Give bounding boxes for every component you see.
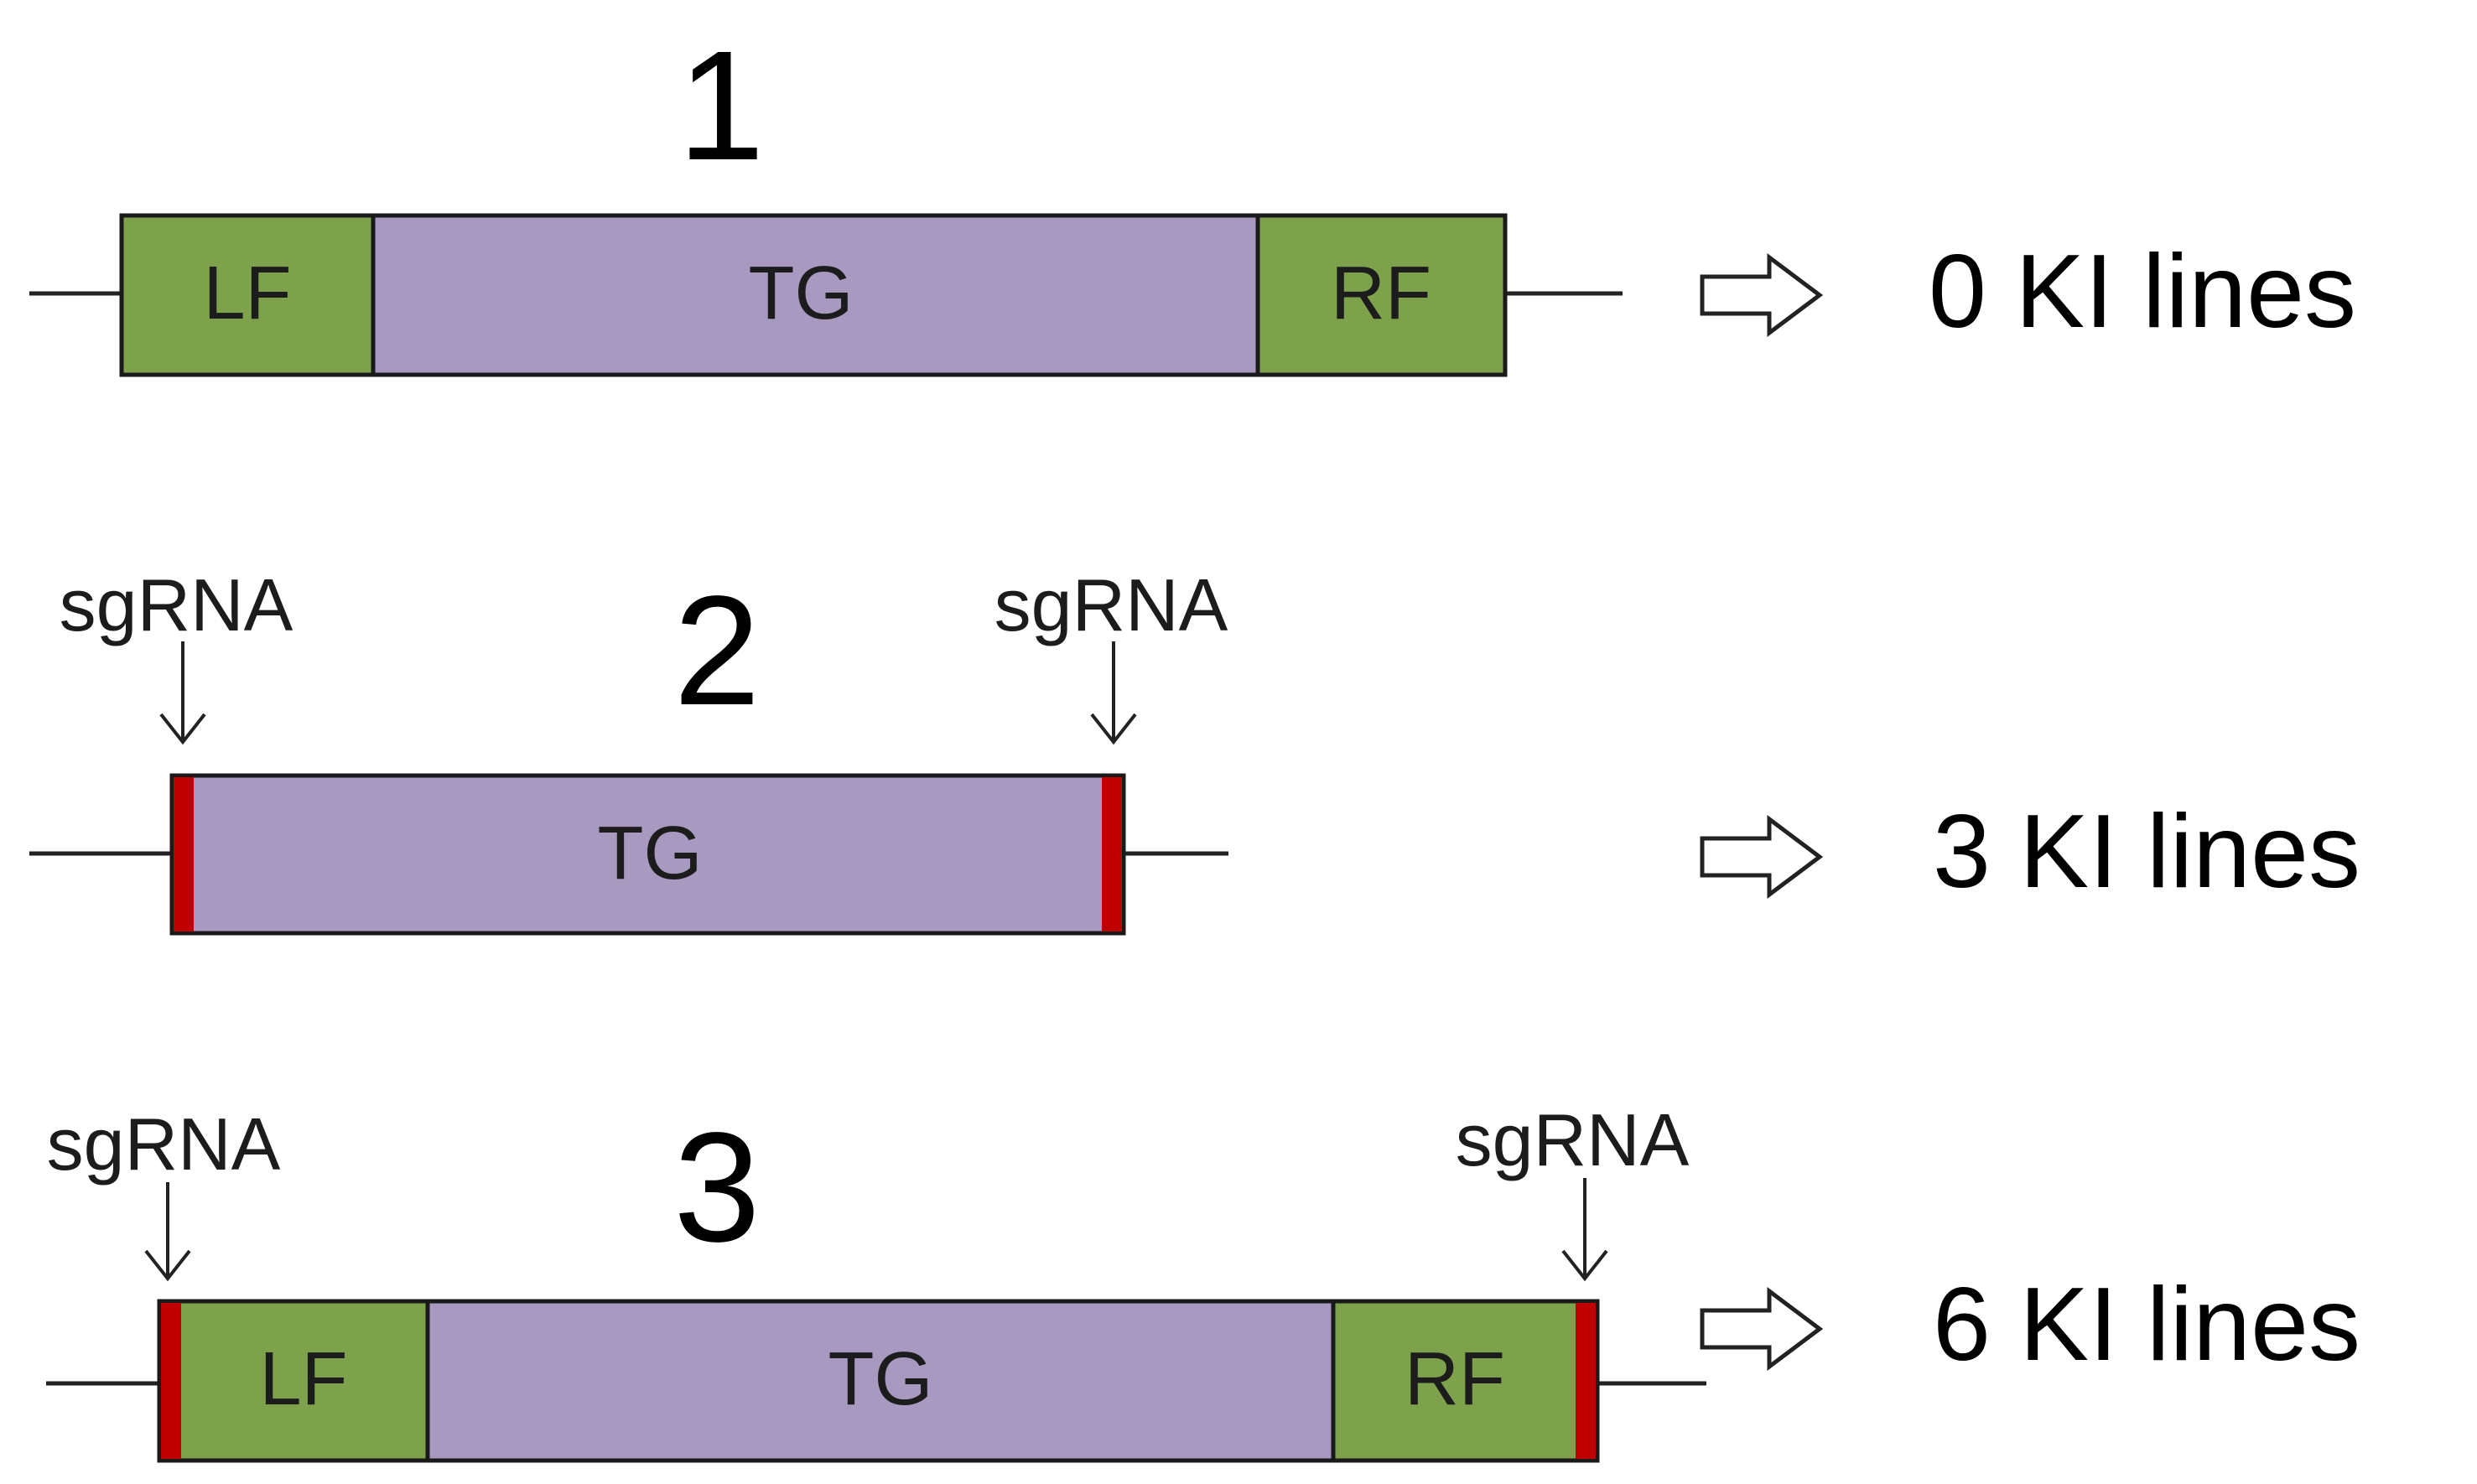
right-sgrna-site	[1576, 1303, 1596, 1459]
left-flank-label: LF	[259, 1337, 347, 1421]
sgrna-left-arrow-icon	[159, 641, 206, 745]
sgrna-right-label: sgRNA	[994, 563, 1228, 646]
left-sgrna-site	[161, 1303, 181, 1459]
right-flank-label: RF	[1331, 252, 1431, 335]
construct-2: 2 sgRNA sgRNA TG 3 KI lines	[29, 563, 2360, 936]
construct-number: 3	[673, 1101, 760, 1274]
sgrna-left-label: sgRNA	[60, 563, 293, 646]
right-flank-box	[1255, 213, 1508, 377]
left-flank-box	[157, 1299, 430, 1463]
construct-number: 1	[678, 19, 764, 193]
result-label: 0 KI lines	[1929, 234, 2356, 350]
transgene-box	[425, 1299, 1336, 1463]
right-flank-box	[1331, 1299, 1600, 1463]
construct-number: 2	[673, 564, 760, 738]
sgrna-right-arrow-icon	[1561, 1178, 1608, 1282]
right-flank-label: RF	[1405, 1337, 1505, 1421]
result-arrow-icon	[1700, 253, 1824, 337]
transgene-label: TG	[749, 252, 854, 335]
left-flank-label: LF	[203, 252, 291, 335]
construct-1: 1 LF TG RF 0 KI lines	[29, 19, 2356, 377]
result-label: 6 KI lines	[1933, 1267, 2360, 1383]
sgrna-left-label: sgRNA	[47, 1103, 281, 1186]
transgene-box	[371, 213, 1260, 377]
sgrna-left-arrow-icon	[144, 1182, 191, 1282]
construct-3: 3 sgRNA sgRNA LF TG RF 6 KI lines	[46, 1098, 2360, 1463]
transgene-label: TG	[828, 1337, 933, 1421]
left-flank-box	[119, 213, 376, 377]
sgrna-right-label: sgRNA	[1456, 1098, 1690, 1181]
transgene-label: TG	[598, 812, 703, 895]
result-arrow-icon	[1700, 815, 1824, 899]
left-sgrna-site	[174, 777, 194, 931]
sgrna-right-arrow-icon	[1090, 641, 1137, 745]
right-sgrna-site	[1102, 777, 1122, 931]
transgene-box	[169, 773, 1126, 936]
result-label: 3 KI lines	[1933, 794, 2360, 910]
result-arrow-icon	[1700, 1287, 1824, 1371]
